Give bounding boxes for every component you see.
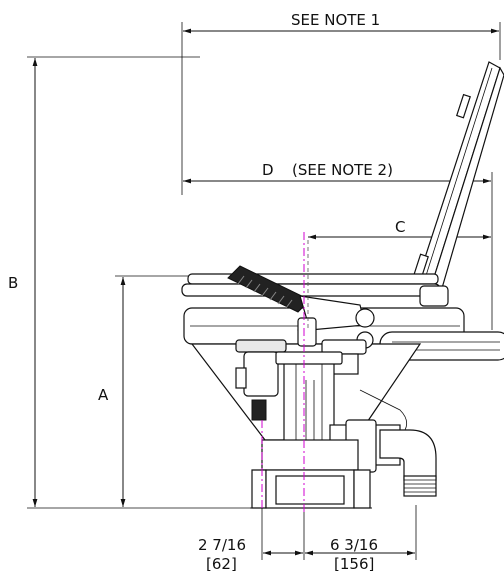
dimension-c: C xyxy=(308,218,491,240)
toilet-lid xyxy=(413,61,504,296)
dimension-note1: SEE NOTE 1 xyxy=(181,11,501,195)
dimension-b: B xyxy=(8,56,250,509)
pump-base xyxy=(250,439,372,509)
c-label: C xyxy=(395,218,405,236)
dimension-d: D (SEE NOTE 2) xyxy=(183,161,493,330)
pump-handle xyxy=(227,265,375,349)
b-label: B xyxy=(8,274,18,292)
dim-left-mm: [62] xyxy=(206,555,237,573)
dimension-bottom: 2 7/16 [62] 6 3/16 [156] xyxy=(198,505,417,573)
dim-right-mm: [156] xyxy=(334,555,374,573)
a-label: A xyxy=(98,386,109,404)
dim-left-inches: 2 7/16 xyxy=(198,536,246,554)
d-note: (SEE NOTE 2) xyxy=(292,161,393,179)
centerlines xyxy=(261,232,309,512)
d-label: D xyxy=(262,161,274,179)
valve-assembly xyxy=(235,339,367,421)
dimension-a: A xyxy=(98,275,190,507)
dim-right-inches: 6 3/16 xyxy=(330,536,378,554)
note1-label: SEE NOTE 1 xyxy=(291,11,380,29)
